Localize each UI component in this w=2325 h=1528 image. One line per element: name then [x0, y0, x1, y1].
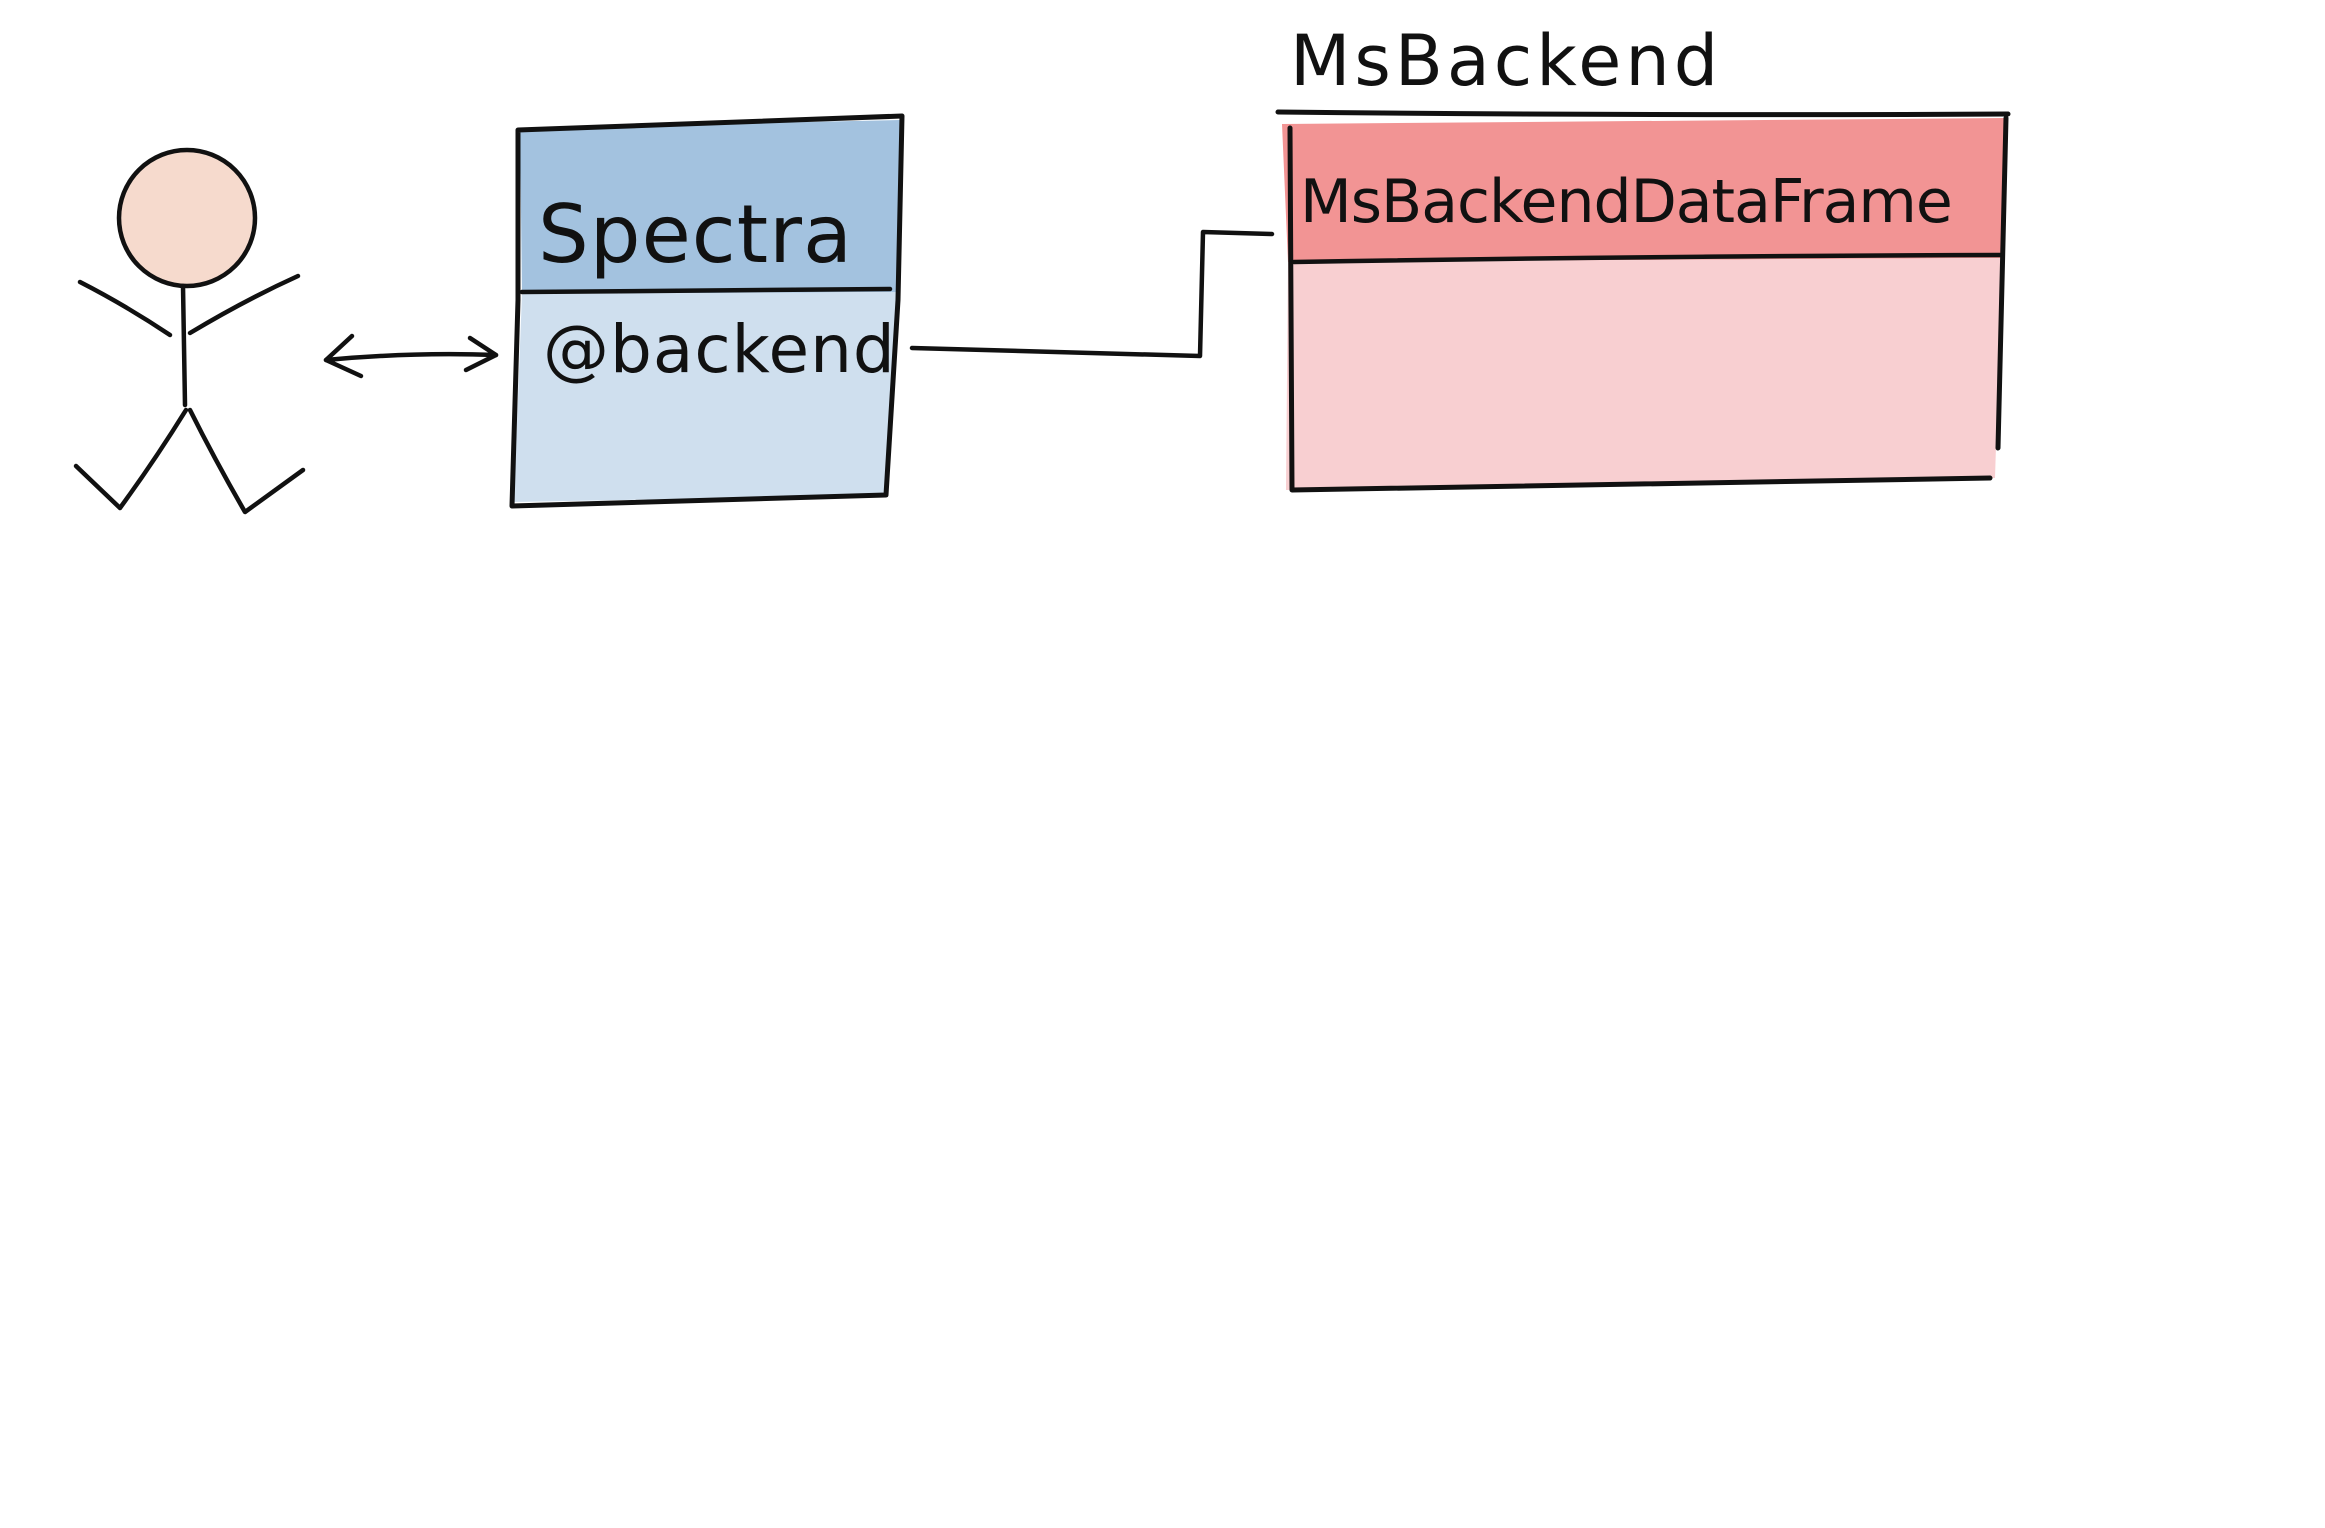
spectra-backend-slot: @backend — [543, 311, 896, 388]
backend-outer-top — [1275, 109, 2011, 118]
backend-divider — [1291, 252, 2003, 265]
spectra-header-fill — [520, 120, 900, 294]
backend-connector-line — [909, 229, 1275, 359]
user-stick-figure — [73, 147, 306, 515]
arrow-head-left — [323, 333, 364, 379]
backend-body-fill — [1286, 258, 2002, 490]
msbackend-dataframe-class-box: MsBackendDataFrame — [1275, 109, 2011, 493]
user-right-arm — [187, 273, 301, 336]
msbackend-dataframe-class-name: MsBackendDataFrame — [1300, 167, 1952, 237]
spectra-class-name: Spectra — [538, 188, 853, 281]
user-head — [116, 147, 258, 289]
msbackend-label: MsBackend — [1290, 20, 1722, 102]
backend-header-fill — [1282, 118, 2005, 262]
user-left-leg — [73, 407, 189, 511]
user-spectra-arrow — [323, 333, 499, 379]
spectra-outline — [509, 113, 905, 509]
spectra-body-fill — [514, 292, 898, 502]
user-right-leg — [187, 407, 306, 515]
user-body — [180, 283, 188, 408]
user-left-arm — [77, 279, 173, 338]
arrow-head-right — [463, 335, 499, 373]
spectra-class-box: Spectra @backend — [509, 113, 905, 509]
spectra-divider — [519, 286, 893, 295]
backend-outline — [1287, 115, 2009, 493]
